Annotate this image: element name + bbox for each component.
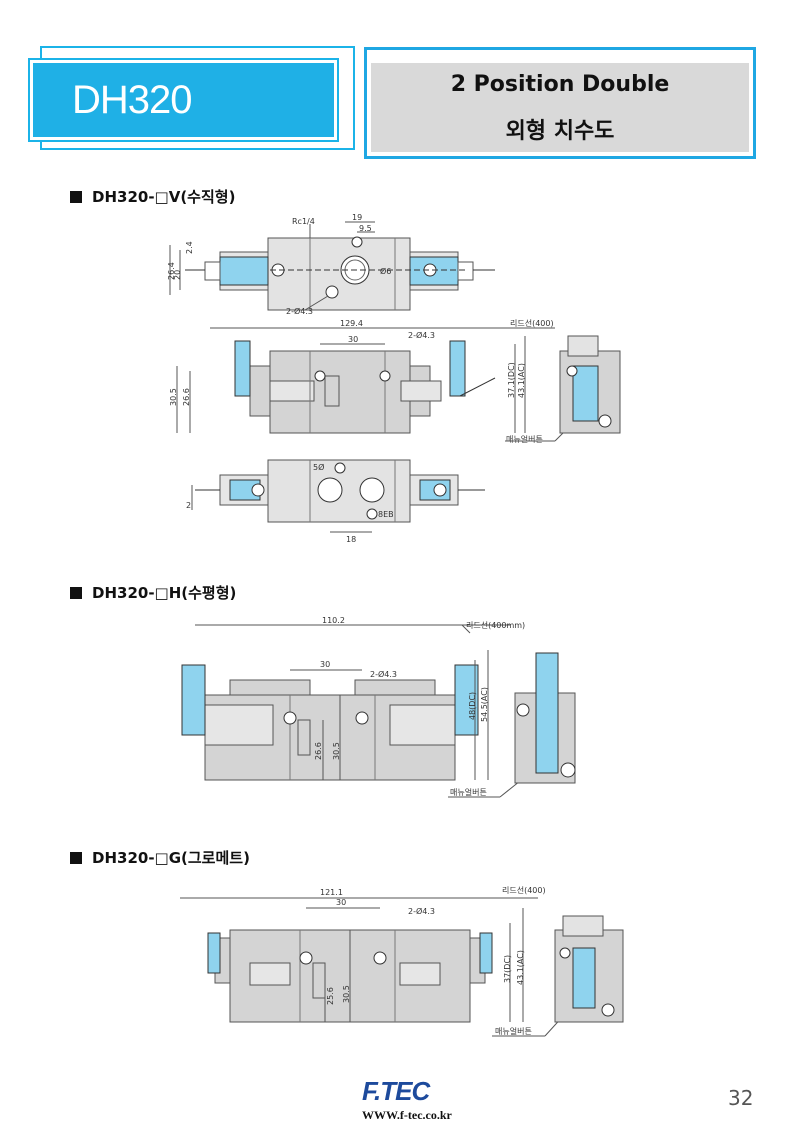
dim-label: 37(DC) bbox=[503, 955, 512, 983]
dim-label: 2-Ø4.3 bbox=[370, 669, 397, 679]
title-panel bbox=[371, 63, 749, 152]
section-heading-text: DH320-□G(그로메트) bbox=[92, 849, 250, 867]
dim-label: 리드선(400) bbox=[502, 886, 546, 895]
dim-label: 2 bbox=[186, 501, 191, 510]
model-box bbox=[30, 60, 337, 140]
dim-label: 26.6 bbox=[182, 388, 191, 406]
bullet-square-icon bbox=[70, 586, 82, 599]
dim-label: 2-Ø4.3 bbox=[286, 306, 313, 316]
drawing-grommet-front-view: 121.1 30 2-Ø4.3 리드선(400) 25.6 30.5 37(DC… bbox=[180, 886, 624, 1037]
dim-label: 매뉴얼버튼 bbox=[495, 1026, 532, 1036]
dim-label: 26.4 bbox=[167, 262, 176, 280]
dim-label: 43.1(AC) bbox=[516, 950, 525, 985]
title-line-2: 외형 치수도 bbox=[505, 119, 615, 144]
website-url: WWW.f-tec.co.kr bbox=[362, 1108, 452, 1122]
section-heading-horizontal: DH320-□H(수평형) bbox=[70, 582, 236, 603]
bullet-square-icon bbox=[70, 190, 82, 203]
drawing-horizontal-front-view: 110.2 리드선(400mm) 30 2-Ø4.3 26.6 30.5 48(… bbox=[181, 616, 576, 798]
bullet-square-icon bbox=[70, 851, 82, 864]
dim-label: 2.4 bbox=[185, 241, 194, 254]
dim-label: 25.6 bbox=[326, 987, 335, 1005]
dim-label: 8EB bbox=[378, 510, 394, 519]
dim-label: 110.2 bbox=[322, 616, 345, 625]
dim-label: 19 bbox=[352, 213, 362, 222]
dim-label: 18 bbox=[346, 535, 356, 544]
dim-label: 48(DC) bbox=[468, 692, 477, 720]
dim-label: 9.5 bbox=[359, 224, 372, 233]
brand-logo: F.TEC bbox=[362, 1076, 430, 1106]
dim-label: 121.1 bbox=[320, 888, 343, 897]
page-number: 32 bbox=[728, 1086, 754, 1110]
dim-label: 매뉴얼버튼 bbox=[506, 434, 543, 444]
title-line-1: 2 Position Double bbox=[450, 72, 670, 97]
dim-label: Ø6 bbox=[380, 266, 391, 276]
dim-label: Rc1/4 bbox=[292, 217, 315, 226]
dim-label: 30.5 bbox=[169, 388, 178, 406]
dim-label: 리드선(400) bbox=[510, 319, 554, 328]
drawing-vertical-top-view: Rc1/4 19 9.5 26.4 20 2.4 2-Ø4.3 Ø6 bbox=[167, 213, 495, 316]
dim-label: 5Ø bbox=[313, 462, 324, 472]
dim-label: 매뉴얼버튼 bbox=[450, 787, 487, 797]
dim-label: 30.5 bbox=[342, 985, 351, 1003]
dim-label: 43.1(AC) bbox=[517, 363, 526, 398]
section-heading-text: DH320-□V(수직형) bbox=[92, 188, 236, 206]
dim-label: 37.1(DC) bbox=[507, 362, 516, 398]
section-heading-grommet: DH320-□G(그로메트) bbox=[70, 847, 250, 868]
dim-label: 20 bbox=[173, 270, 182, 280]
dim-label: 30.5 bbox=[332, 742, 341, 760]
model-name: DH320 bbox=[72, 78, 193, 122]
dim-label: 2-Ø4.3 bbox=[408, 330, 435, 340]
dim-label: 54.5(AC) bbox=[480, 687, 489, 722]
dim-label: 30 bbox=[336, 898, 346, 907]
drawing-vertical-bottom-view: 2 18 5Ø 8EB bbox=[186, 459, 485, 544]
dim-label: 26.6 bbox=[314, 742, 323, 760]
section-heading-vertical: DH320-□V(수직형) bbox=[70, 186, 235, 207]
dim-label: 30 bbox=[348, 335, 358, 344]
dim-label: 129.4 bbox=[340, 319, 363, 328]
dim-label: 30 bbox=[320, 660, 330, 669]
section-heading-text: DH320-□H(수평형) bbox=[92, 584, 237, 602]
dim-label: 리드선(400mm) bbox=[466, 621, 525, 630]
dim-label: 2-Ø4.3 bbox=[408, 906, 435, 916]
drawing-vertical-front-view: 129.4 30 2-Ø4.3 리드선(400) 30.5 26.6 37.1(… bbox=[169, 319, 621, 444]
